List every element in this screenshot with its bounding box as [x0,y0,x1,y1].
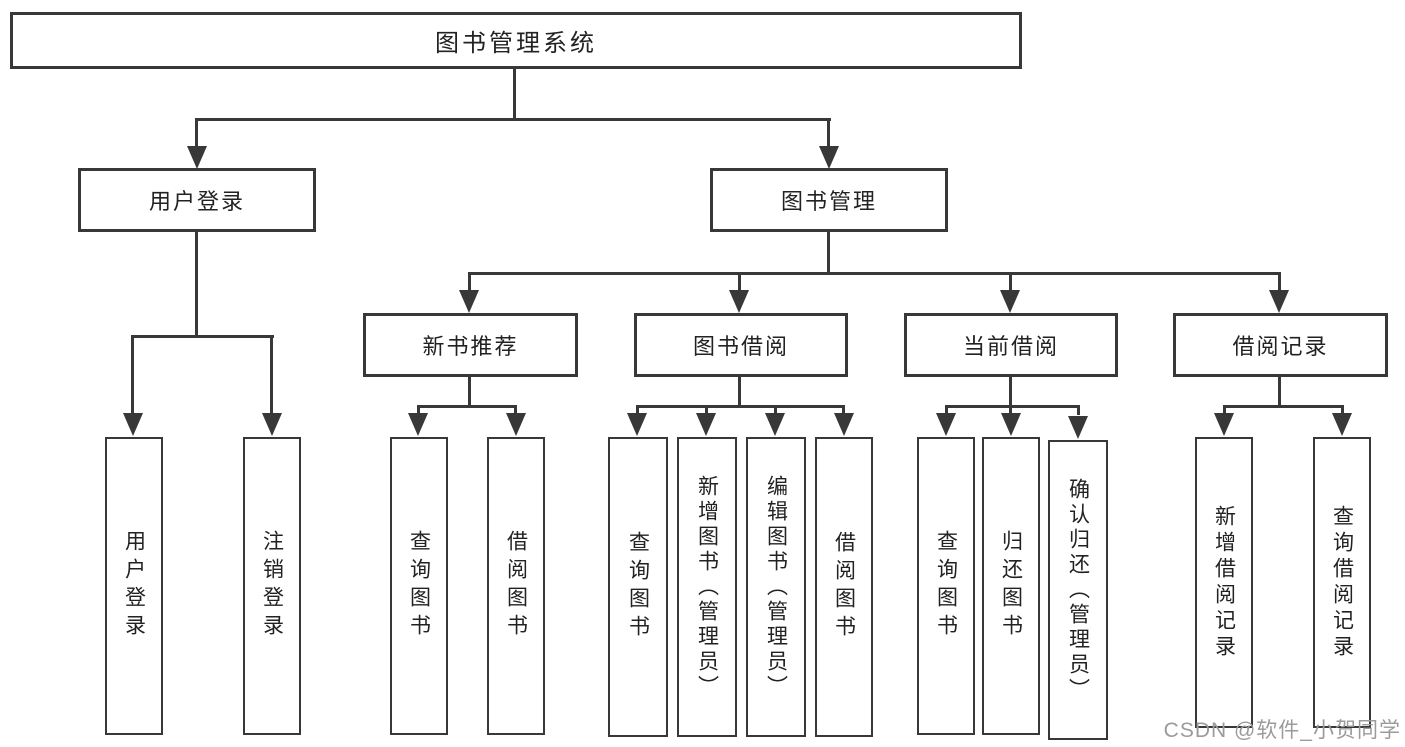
connector-line [945,405,1080,408]
connector-line [513,69,516,120]
leaf-record-add: 新增借阅记录 [1195,437,1253,728]
leaf-current-query-book: 查询图书 [917,437,975,735]
arrow-down-icon [123,413,143,436]
node-book-management: 图书管理 [710,168,948,232]
arrow-down-icon [408,413,428,436]
node-new-book-recommend: 新书推荐 [363,313,578,377]
arrow-down-icon [765,413,785,436]
leaf-borrowing-add-book-admin: 新增图书（管理员） [677,437,737,737]
connector-line [131,335,134,415]
arrow-down-icon [1068,416,1088,439]
connector-line [196,118,831,121]
connector-line [1278,272,1281,292]
arrow-down-icon [696,413,716,436]
arrow-down-icon [1332,413,1352,436]
connector-line [270,335,273,415]
node-borrowing-records: 借阅记录 [1173,313,1388,377]
leaf-user-login: 用户登录 [105,437,163,735]
connector-line [468,272,1281,275]
arrow-down-icon [459,290,479,313]
arrow-down-icon [1001,413,1021,436]
leaf-current-confirm-return-admin: 确认归还（管理员） [1048,440,1108,740]
connector-line [1223,405,1344,408]
arrow-down-icon [506,413,526,436]
connector-line [417,405,420,415]
arrow-down-icon [1214,413,1234,436]
arrow-down-icon [187,146,207,169]
connector-line [1009,272,1012,292]
leaf-logout: 注销登录 [243,437,301,735]
connector-line [1077,405,1080,415]
connector-line [738,377,741,408]
arrow-down-icon [936,413,956,436]
leaf-borrowing-edit-book-admin: 编辑图书（管理员） [746,437,806,737]
arrow-down-icon [819,146,839,169]
root-node: 图书管理系统 [10,12,1022,69]
connector-line [195,232,198,337]
leaf-current-return-book: 归还图书 [982,437,1040,735]
arrow-down-icon [1000,290,1020,313]
connector-line [636,405,639,415]
connector-line [774,405,777,415]
arrow-down-icon [262,413,282,436]
connector-line [945,405,948,415]
leaf-newbook-borrow-book: 借阅图书 [487,437,545,735]
connector-line [468,272,471,292]
connector-line [827,232,830,275]
connector-line [1341,405,1344,415]
connector-line [195,118,198,148]
connector-line [705,405,708,415]
leaf-borrowing-borrow-book: 借阅图书 [815,437,873,737]
connector-line [1009,405,1012,415]
node-book-borrowing: 图书借阅 [634,313,848,377]
connector-line [636,405,845,408]
connector-line [514,405,517,415]
arrow-down-icon [834,413,854,436]
node-current-borrowing: 当前借阅 [904,313,1118,377]
connector-line [1009,377,1012,408]
node-user-login: 用户登录 [78,168,316,232]
connector-line [417,405,517,408]
leaf-newbook-query-book: 查询图书 [390,437,448,735]
connector-line [468,377,471,408]
leaf-borrowing-query-book: 查询图书 [608,437,668,737]
connector-line [738,272,741,292]
csdn-watermark: CSDN @软件_小贺同学 [1163,719,1401,742]
arrow-down-icon [627,413,647,436]
connector-line [1223,405,1226,415]
connector-line [132,335,274,338]
connector-line [1278,377,1281,408]
arrow-down-icon [1269,290,1289,313]
connector-line [827,118,830,148]
connector-line [842,405,845,415]
leaf-record-query: 查询借阅记录 [1313,437,1371,728]
arrow-down-icon [729,290,749,313]
